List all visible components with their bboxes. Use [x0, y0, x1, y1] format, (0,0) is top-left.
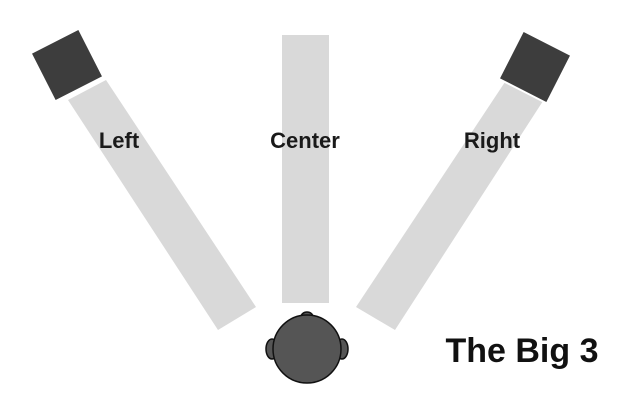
left-beam — [68, 80, 256, 330]
diagram-title: The Big 3 — [445, 332, 598, 370]
listener-head-icon — [265, 311, 349, 384]
right-label: Right — [464, 128, 521, 153]
right-beam — [356, 82, 543, 330]
left-speaker — [29, 27, 105, 103]
left-label: Left — [99, 128, 140, 153]
center-label: Center — [270, 128, 340, 153]
right-speaker — [497, 29, 573, 105]
center-beam — [282, 35, 329, 303]
